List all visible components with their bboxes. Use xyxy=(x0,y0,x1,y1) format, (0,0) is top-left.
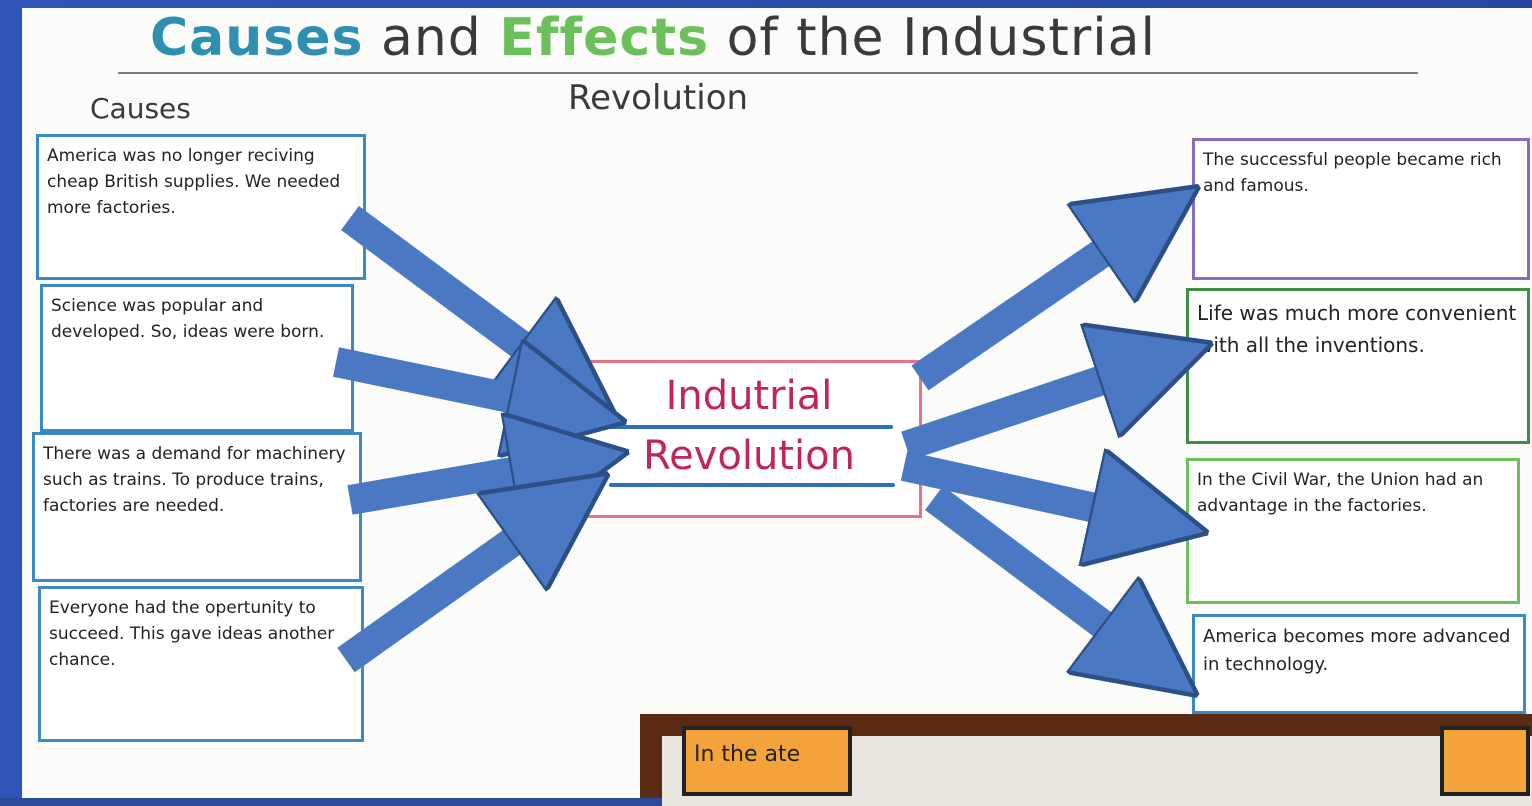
effect-box-2: Life was much more convenient with all t… xyxy=(1186,288,1530,444)
effect-box-1: The successful people became rich and fa… xyxy=(1192,138,1530,280)
cause-text-4: Everyone had the opertunity to succeed. … xyxy=(49,598,335,670)
title-and: and xyxy=(380,8,482,68)
effect-box-3: In the Civil War, the Union had an advan… xyxy=(1186,458,1520,604)
photo-card-left xyxy=(682,726,852,796)
cause-text-1: America was no longer reciving cheap Bri… xyxy=(47,146,341,218)
title-of-the-industrial: of the Industrial xyxy=(726,8,1156,68)
cause-box-1: America was no longer reciving cheap Bri… xyxy=(36,134,366,280)
effect-text-2: Life was much more convenient with all t… xyxy=(1197,301,1517,357)
causes-heading: Causes xyxy=(90,92,191,125)
effect-text-1: The successful people became rich and fa… xyxy=(1203,150,1502,196)
title-revolution: Revolution xyxy=(568,78,749,118)
center-text-line1: Indutrial xyxy=(665,373,833,419)
title-causes: Causes xyxy=(150,8,364,68)
effect-text-3: In the Civil War, the Union had an advan… xyxy=(1197,470,1484,516)
center-underline-2 xyxy=(609,483,895,487)
cause-text-3: There was a demand for machinery such as… xyxy=(43,444,346,516)
cause-text-2: Science was popular and developed. So, i… xyxy=(51,296,325,342)
cause-box-3: There was a demand for machinery such as… xyxy=(32,432,362,582)
effect-box-4: America becomes more advanced in technol… xyxy=(1192,614,1526,714)
photo-card-right xyxy=(1440,726,1530,796)
title-underline xyxy=(118,72,1418,74)
title-effects: Effects xyxy=(499,8,710,68)
cause-box-4: Everyone had the opertunity to succeed. … xyxy=(38,586,364,742)
inset-photo: In the ate xyxy=(640,714,1532,806)
cause-box-2: Science was popular and developed. So, i… xyxy=(40,284,354,432)
effect-text-4: America becomes more advanced in technol… xyxy=(1203,626,1511,675)
center-box: Indutrial Revolution xyxy=(576,360,922,518)
center-underline-1 xyxy=(601,425,893,429)
poster-title: Causes and Effects of the Industrial xyxy=(150,8,1156,68)
center-text-line2: Revolution xyxy=(643,433,855,479)
photo-text: In the ate xyxy=(694,742,801,767)
